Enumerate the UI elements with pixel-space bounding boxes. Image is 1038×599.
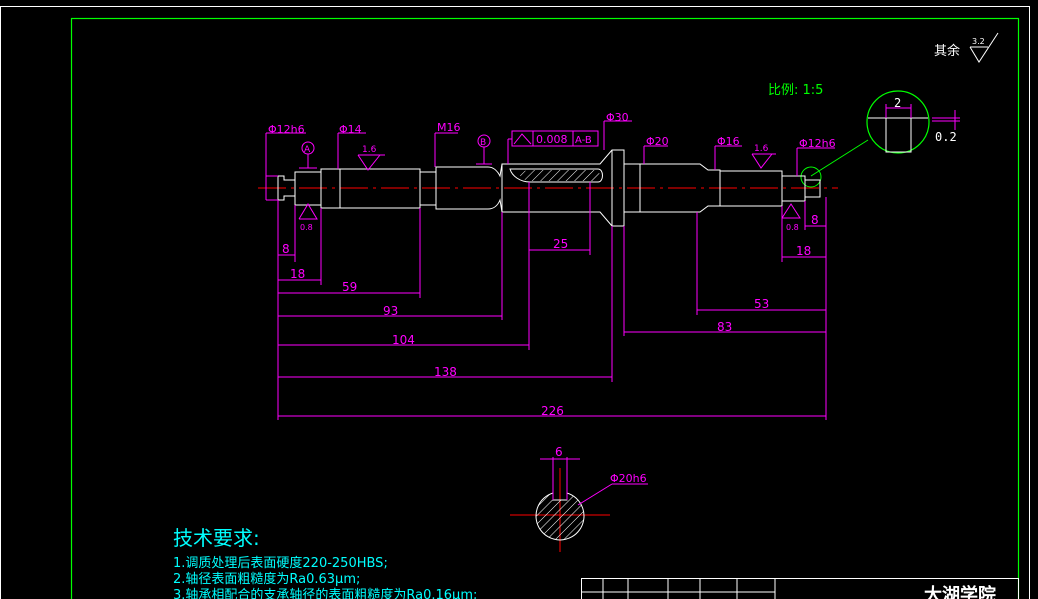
outer-frame	[0, 6, 1030, 599]
surface-note-value: 3.2	[972, 37, 985, 46]
dim-226: 226	[541, 404, 564, 418]
dim-phi14: Φ14	[339, 123, 362, 136]
keyway	[509, 168, 603, 183]
dim-18-right: 18	[796, 244, 811, 258]
length-dimensions	[277, 182, 827, 420]
dim-59: 59	[342, 280, 357, 294]
dim-93: 93	[383, 304, 398, 318]
tolerance-value: 0.008	[536, 133, 568, 146]
roughness-symbol-general	[969, 32, 999, 63]
detail-depth-label: 0.2	[935, 130, 957, 144]
detail-width-label: 2	[894, 96, 901, 110]
datum-a-label: A	[304, 145, 311, 155]
roughness-symbols	[298, 153, 801, 220]
dim-phi12h6-left: Φ12h6	[268, 123, 305, 136]
dim-phi30: Φ30	[606, 111, 629, 124]
requirement-item: 1.调质处理后表面硬度220-250HBS;	[173, 555, 388, 571]
dim-104: 104	[392, 333, 415, 347]
dim-m16: M16	[437, 121, 461, 134]
title-block	[581, 578, 1019, 599]
tolerance-frame	[507, 130, 599, 164]
datum-b-label: B	[480, 138, 486, 148]
dim-138: 138	[434, 365, 457, 379]
diameter-dimensions	[265, 120, 835, 201]
tolerance-datum: A-B	[575, 135, 592, 146]
dim-18-left: 18	[290, 267, 305, 281]
section-view	[510, 457, 648, 552]
surface-note-label: 其余	[934, 43, 960, 59]
dim-phi20h6: Φ20h6	[610, 472, 647, 485]
scale-label: 比例: 1:5	[768, 83, 823, 98]
dim-phi16: Φ16	[717, 135, 740, 148]
dim-83: 83	[717, 320, 732, 334]
dim-25: 25	[553, 237, 568, 251]
roughness-right-top: 1.6	[754, 144, 769, 154]
dim-phi12h6-right: Φ12h6	[799, 137, 836, 150]
title-block-org: 大湖学院	[924, 584, 996, 599]
datum-a-marker	[299, 141, 317, 169]
dim-keyway-width: 6	[555, 445, 563, 459]
datum-b-marker	[476, 134, 492, 165]
requirements-title: 技术要求:	[173, 526, 260, 550]
dim-phi20: Φ20	[646, 135, 669, 148]
requirement-item: 3.轴承相配合的支承轴径的表面粗糙度为Ra0.16μm;	[173, 587, 477, 599]
roughness-left-top: 1.6	[362, 145, 377, 155]
dim-53: 53	[754, 297, 769, 311]
shaft-outline	[277, 149, 821, 227]
requirement-item: 2.轴径表面粗糙度为Ra0.63μm;	[173, 571, 360, 587]
detail-view	[800, 90, 960, 188]
dim-8-left: 8	[282, 242, 290, 256]
roughness-right-bottom: 0.8	[786, 223, 799, 232]
roughness-left-bottom: 0.8	[300, 223, 313, 232]
dim-8-right: 8	[811, 213, 819, 227]
inner-frame	[70, 17, 1020, 599]
